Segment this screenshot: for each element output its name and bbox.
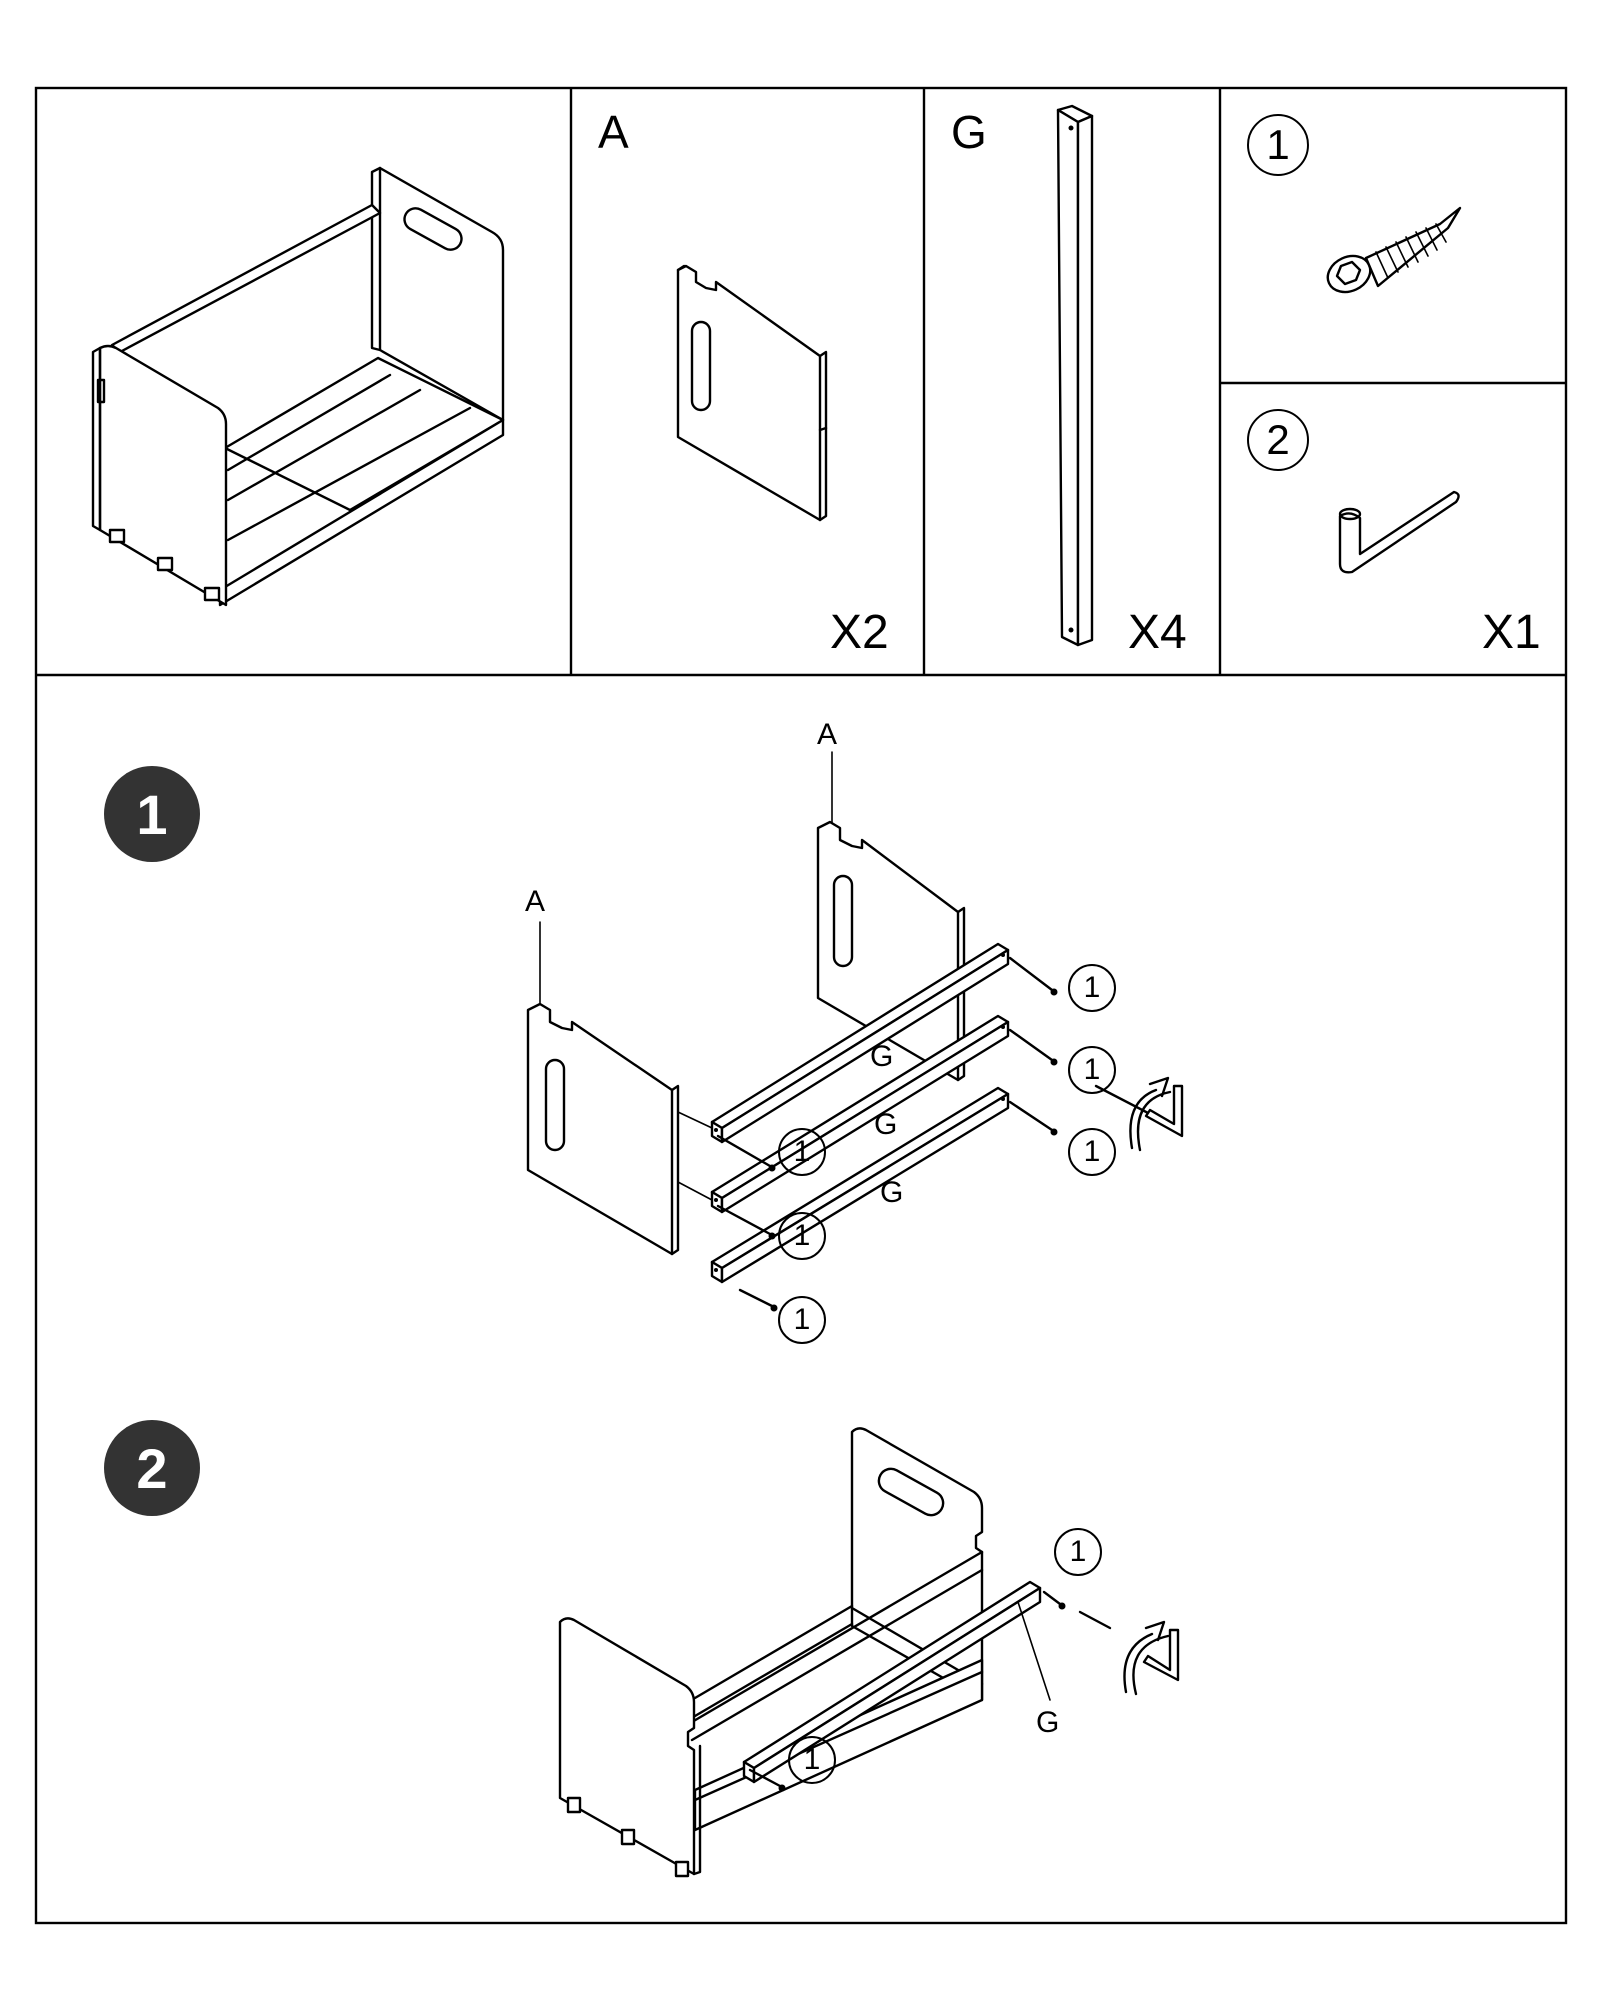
- step-1-rail-label-middle: G: [874, 1108, 898, 1141]
- panel-a-letter: A: [598, 106, 629, 158]
- step-2-drawing: [558, 1427, 1180, 1878]
- hex-key-part-number: 2: [1247, 409, 1309, 471]
- step-1-rail-label-top: G: [870, 1040, 894, 1073]
- step-2-badge: 2: [104, 1420, 200, 1516]
- step-1-screw-callout: 1: [1068, 1128, 1116, 1176]
- step-1-rail-label-bottom: G: [880, 1176, 904, 1209]
- step-2-screw-callout: 1: [1054, 1528, 1102, 1576]
- step-1-screw-callout: 1: [1068, 1046, 1116, 1094]
- rail-g-quantity: X4: [1128, 606, 1187, 659]
- rail-g-drawing: [1056, 104, 1094, 647]
- step-1-badge: 1: [104, 766, 200, 862]
- step-1-drawing: [526, 751, 1184, 1312]
- step-1-screw-callout: 1: [778, 1296, 826, 1344]
- assembled-rack-drawing: [91, 166, 505, 607]
- panel-a-quantity: X2: [830, 606, 889, 659]
- screw-drawing: [1326, 206, 1462, 294]
- step-2-rail-label: G: [1036, 1706, 1060, 1739]
- step-1-screw-callout: 1: [1068, 964, 1116, 1012]
- step-1-panel-label-back: A: [817, 718, 838, 751]
- screw-part-number: 1: [1247, 114, 1309, 176]
- step-1-screw-callout: 1: [778, 1212, 826, 1260]
- hex-key-quantity: X1: [1482, 606, 1541, 659]
- hex-key-drawing: [1338, 490, 1460, 574]
- frame: [34, 86, 1568, 1925]
- step-1-panel-label-front: A: [525, 885, 546, 918]
- rail-g-letter: G: [951, 106, 987, 158]
- step-2-screw-callout: 1: [788, 1736, 836, 1784]
- panel-a-drawing: [676, 264, 828, 522]
- step-1-screw-callout: 1: [778, 1128, 826, 1176]
